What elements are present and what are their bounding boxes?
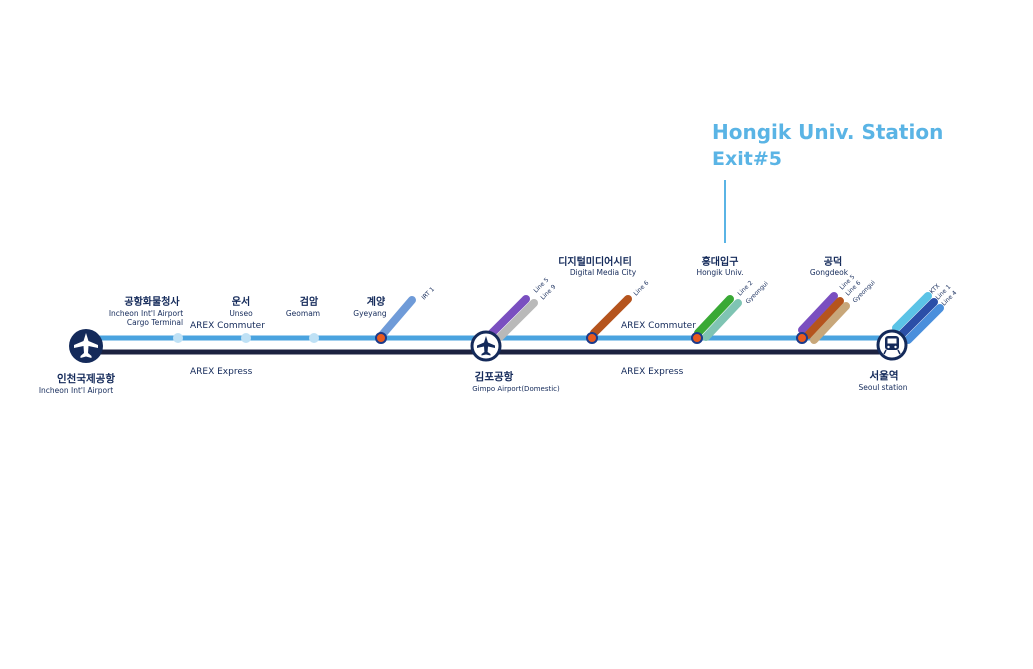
station-hongik[interactable]: Line 2 Gyeongui 홍대입구 Hongik Univ. bbox=[691, 255, 770, 344]
station-name-en: Gongdeok bbox=[810, 268, 849, 277]
station-name-en: Gimpo Airport(Domestic) bbox=[472, 385, 560, 393]
station-name-ko: 운서 bbox=[232, 295, 250, 308]
station-incheon[interactable]: 인천국제공항 Incheon Int'l Airport bbox=[39, 329, 115, 395]
station-name-ko: 계양 bbox=[367, 295, 386, 308]
express-label-east: AREX Express bbox=[621, 367, 684, 377]
station-name-ko: 홍대입구 bbox=[702, 255, 739, 268]
station-gyeyang[interactable]: IRT 1 계양 Gyeyang bbox=[353, 286, 436, 344]
station-name-en: Unseo bbox=[229, 309, 253, 318]
callout-title: Hongik Univ. Station bbox=[712, 120, 944, 144]
commuter-label-west: AREX Commuter bbox=[190, 321, 265, 331]
callout-subtitle: Exit#5 bbox=[712, 148, 782, 170]
station-geomam[interactable]: 검암 Geomam bbox=[286, 296, 320, 343]
transfer-line-label: IRT 1 bbox=[420, 286, 436, 302]
station-name-en: Gyeyang bbox=[353, 309, 387, 318]
station-gongdeok[interactable]: Line 5 Line 6 Gyeongui 공덕 Gongdeok bbox=[796, 255, 877, 344]
transfer-line-label: Line 6 bbox=[632, 279, 650, 297]
station-name-ko: 디지털미디어시티 bbox=[558, 255, 632, 268]
station-name-en: Geomam bbox=[286, 309, 320, 318]
station-cargo[interactable]: 공항화물청사 Incheon Int'l Airport Cargo Termi… bbox=[109, 295, 183, 343]
station-name-en: Incheon Int'l Airport bbox=[39, 386, 113, 395]
commuter-label-east: AREX Commuter bbox=[621, 321, 696, 331]
express-label-west: AREX Express bbox=[190, 367, 253, 377]
station-name-en: Seoul station bbox=[859, 383, 908, 392]
transfer-stripes bbox=[694, 295, 742, 341]
transfer-marker bbox=[796, 332, 808, 344]
transfer-marker bbox=[586, 332, 598, 344]
transfer-stripes bbox=[892, 292, 944, 344]
train-icon bbox=[883, 336, 901, 355]
transfer-marker bbox=[375, 332, 387, 344]
transfer-stripes bbox=[798, 292, 850, 344]
airplane-icon bbox=[477, 336, 495, 356]
station-name-ko: 인천국제공항 bbox=[57, 372, 115, 385]
station-name-ko: 검암 bbox=[300, 296, 319, 308]
airplane-icon bbox=[74, 333, 98, 358]
station-gimpo[interactable]: Line 5 Line 9 김포공항 Gimpo Airport(Domesti… bbox=[470, 276, 560, 393]
station-name-ko: 서울역 bbox=[870, 369, 899, 382]
station-name-ko: 김포공항 bbox=[475, 370, 514, 383]
station-name-en: Hongik Univ. bbox=[696, 268, 743, 277]
station-name-en: Digital Media City bbox=[570, 268, 637, 277]
station-unseo[interactable]: 운서 Unseo bbox=[229, 295, 253, 343]
transfer-stripes bbox=[590, 295, 632, 337]
station-seoul[interactable]: KTX Line 1 Line 4 서울역 Seoul station bbox=[859, 283, 959, 392]
station-name-en-line1: Incheon Int'l Airport bbox=[109, 309, 183, 318]
transfer-stripes bbox=[378, 296, 416, 339]
transfer-stripes bbox=[488, 295, 538, 341]
station-name-ko: 공덕 bbox=[824, 255, 842, 268]
station-name-ko: 공항화물청사 bbox=[124, 295, 180, 308]
transfer-marker bbox=[691, 332, 703, 344]
station-name-en-line2: Cargo Terminal bbox=[127, 318, 183, 327]
